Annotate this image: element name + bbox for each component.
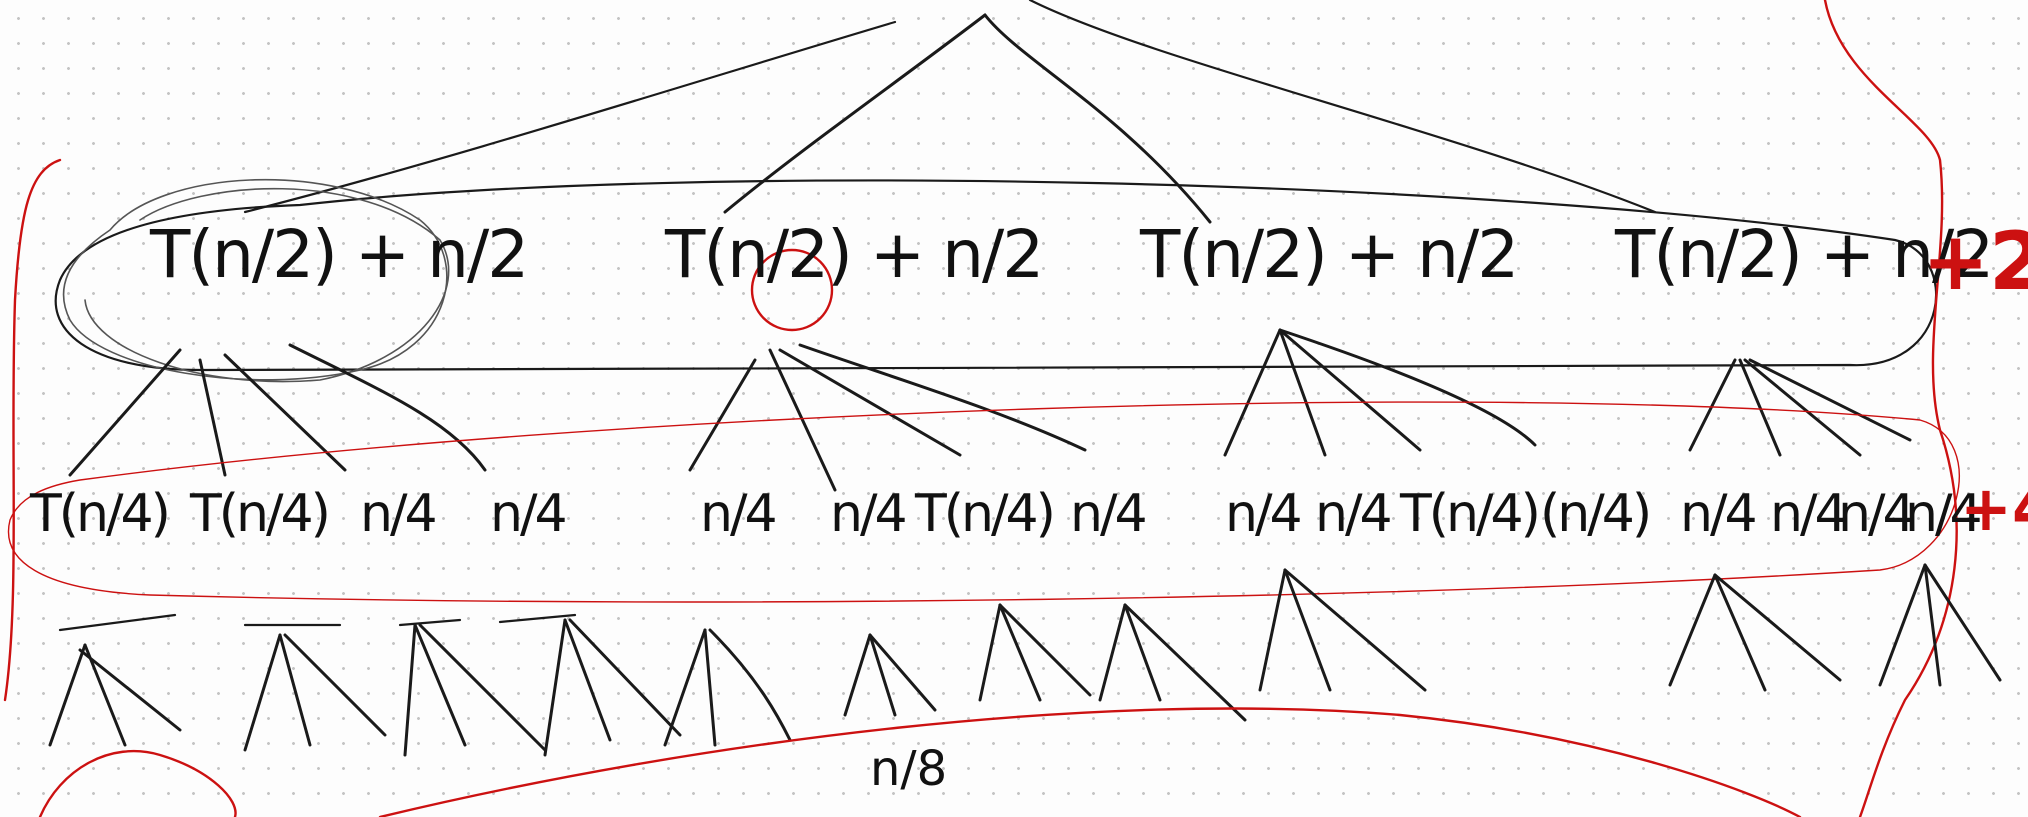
level2-node: T(n/4) <box>190 484 331 544</box>
level2-node: n/4 <box>1905 484 1983 544</box>
left-bracket <box>3 158 62 702</box>
level3-label: n/8 <box>870 741 948 797</box>
level3-branches <box>48 563 2002 757</box>
level2-node: n/4 <box>830 484 908 544</box>
level2-node: n/4 <box>1770 484 1848 544</box>
level2-node: n/4 <box>1680 484 1758 544</box>
level1-node: T(n/2) + n/2 <box>665 216 1044 293</box>
level1-branches <box>68 328 1912 492</box>
level2-node: n/4 <box>1838 484 1916 544</box>
level2-node: n/4 <box>490 484 568 544</box>
level2-node: n/4 <box>1225 484 1303 544</box>
level1-group-ellipse <box>54 179 1938 372</box>
level2-total: +4n <box>1960 472 2028 545</box>
level3-bracket <box>378 707 1802 817</box>
level1-node: T(n/2) + n/2 <box>1140 216 1519 293</box>
first-node-scribble <box>62 178 450 383</box>
level1-total: +2n <box>1922 215 2028 308</box>
level2-node: n/4 <box>360 484 438 544</box>
level2-node: T(n/4) <box>1400 484 1541 544</box>
level2-underlines <box>58 613 577 632</box>
level1-node: T(n/2) + n/2 <box>1615 216 1994 293</box>
highlight-circle <box>750 248 834 332</box>
corner-scribble <box>38 749 237 817</box>
level2-node: T(n/4) <box>915 484 1056 544</box>
level2-group-ellipse <box>7 401 1960 603</box>
level2-node: n/4 <box>1315 484 1393 544</box>
level2-node: T(n/4) <box>30 484 171 544</box>
level2-node: n/4 <box>700 484 778 544</box>
level1-node: T(n/2) + n/2 <box>150 216 529 293</box>
level2-node: n/4 <box>1070 484 1148 544</box>
root-branches <box>243 0 1657 224</box>
level2-node: (n/4) <box>1540 484 1652 544</box>
